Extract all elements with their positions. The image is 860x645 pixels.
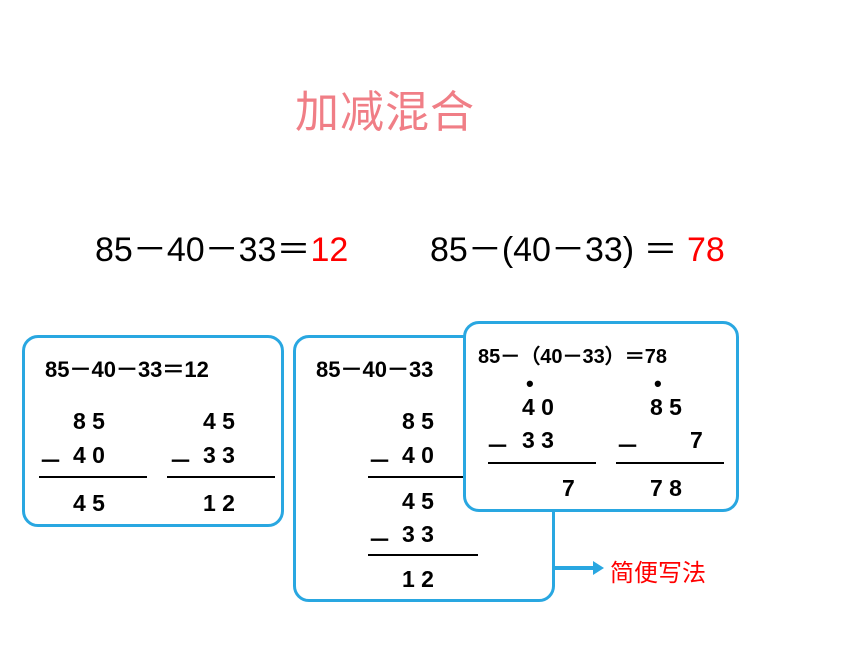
calculation-box-3: 85－（40－33）＝78 • 4 0 － 3 3 7 • 8 5 － 7 7 … (463, 321, 739, 512)
box-2-row-1: 8 5 (402, 408, 434, 434)
box-1-calc-1-row-1: 8 5 (73, 408, 105, 434)
box-1-calc-2-row-2: 3 3 (203, 442, 235, 468)
box-1-header: 85－40－33＝12 (45, 357, 209, 382)
arrow-right-icon (593, 561, 604, 575)
box-1-calc-1-operator: － (39, 448, 62, 474)
shortcut-note: 简便写法 (610, 559, 706, 587)
equation-1-answer: 12 (310, 231, 349, 269)
box-1-calc-1-result: 4 5 (73, 490, 105, 516)
box-2-rule-1 (368, 476, 478, 478)
box-1-calc-1-rule (39, 476, 147, 478)
box-3-calc-2-row-2: 7 (690, 427, 703, 453)
equation-1-expression: 85－40－33＝ (95, 231, 311, 269)
box-2-header: 85－40－33 (316, 357, 434, 382)
box-2-operator-2: － (368, 527, 391, 553)
box-3-calc-2-rule (616, 462, 724, 464)
box-2-row-4: 3 3 (402, 521, 434, 547)
box-2-result: 1 2 (402, 566, 434, 592)
box-3-calc-2-carry-dot: • (654, 371, 662, 396)
box-2-row-3: 4 5 (402, 488, 434, 514)
equation-2: 85－(40－33) ＝ 78 (430, 222, 725, 271)
box-3-calc-2-operator: － (616, 433, 639, 459)
equation-2-answer: 78 (687, 231, 725, 269)
box-1-calc-2-rule (167, 476, 275, 478)
box-2-operator-1: － (368, 448, 391, 474)
box-3-calc-1-carry-dot: • (526, 371, 534, 396)
box-3-calc-1-row-2: 3 3 (522, 427, 554, 453)
box-3-calc-1-operator: － (486, 433, 509, 459)
box-1-calc-2-result: 1 2 (203, 490, 235, 516)
equation-1: 85－40－33＝12 (95, 222, 348, 271)
box-3-calc-2-result: 7 8 (650, 475, 682, 501)
calculation-box-1: 85－40－33＝12 8 5 － 4 0 4 5 4 5 － 3 3 1 2 (22, 335, 284, 527)
equation-2-expression: 85－(40－33) ＝ (430, 231, 687, 269)
box-1-calc-2-operator: － (169, 448, 192, 474)
box-3-calc-1-rule (488, 462, 596, 464)
box-1-calc-2-row-1: 4 5 (203, 408, 235, 434)
arrow-shaft (555, 566, 595, 570)
page-title: 加减混合 (295, 87, 475, 138)
box-3-header: 85－（40－33）＝78 (478, 346, 667, 368)
box-1-calc-1-row-2: 4 0 (73, 442, 105, 468)
box-3-calc-2-row-1: 8 5 (650, 394, 682, 420)
box-2-row-2: 4 0 (402, 442, 434, 468)
box-2-rule-2 (368, 554, 478, 556)
box-3-calc-1-row-1: 4 0 (522, 394, 554, 420)
box-3-calc-1-result: 7 (562, 475, 575, 501)
